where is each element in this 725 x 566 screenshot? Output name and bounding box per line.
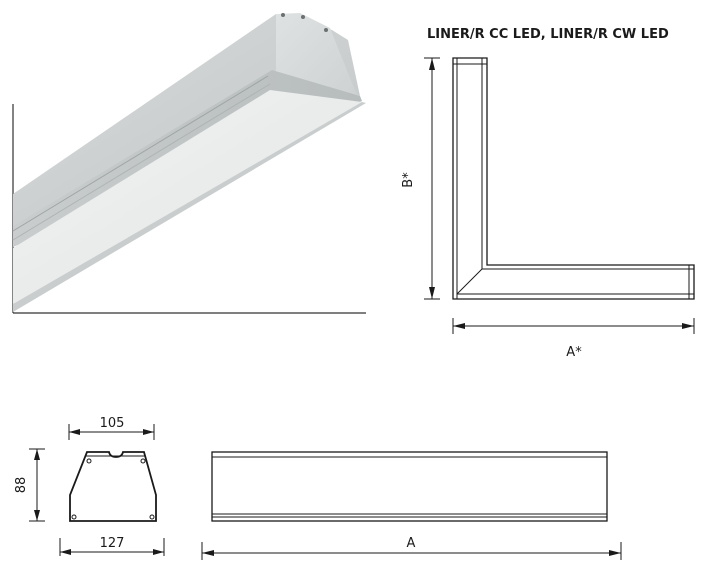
screw-hole-icon (71, 514, 77, 520)
dim-height-label: 88 (14, 477, 29, 494)
dim-length-label: A (407, 536, 416, 551)
corner-outline (452, 57, 695, 300)
corner-miter-line (456, 268, 483, 295)
arrow-left-icon (202, 550, 214, 556)
arrow-right-icon (609, 550, 621, 556)
screw-icon (301, 15, 305, 19)
trim-groove-line (12, 75, 269, 232)
housing-flange (13, 102, 366, 312)
dim-top-width-label: 105 (100, 416, 125, 431)
dim-b-label: B* (401, 172, 416, 188)
corner-view: B* A* (401, 57, 695, 360)
arrow-down-icon (429, 287, 435, 299)
arrow-right-icon (153, 549, 164, 555)
arrow-left-icon (60, 549, 71, 555)
diagram-title: LINER/R CC LED, LINER/R CW LED (427, 27, 669, 42)
arrow-right-icon (682, 323, 694, 329)
dim-a-label: A* (566, 345, 582, 360)
screw-hole-icon (149, 514, 155, 520)
profile-view: 105 127 88 (14, 416, 165, 556)
arrow-down-icon (34, 510, 40, 521)
profile-outline (69, 451, 157, 522)
length-outline (211, 451, 608, 522)
arrow-left-icon (69, 429, 80, 435)
trim-groove-line (12, 83, 271, 241)
screw-hole-icon (140, 458, 146, 464)
arrow-right-icon (143, 429, 154, 435)
dim-bottom-width-label: 127 (100, 536, 125, 551)
screw-icon (324, 28, 328, 32)
arrow-left-icon (453, 323, 465, 329)
screw-hole-icon (86, 458, 92, 464)
product-render (12, 13, 366, 314)
length-view: A (201, 451, 622, 560)
arrow-up-icon (34, 449, 40, 460)
screw-icon (281, 13, 285, 17)
arrow-up-icon (429, 58, 435, 70)
light-diffuser (13, 90, 362, 304)
